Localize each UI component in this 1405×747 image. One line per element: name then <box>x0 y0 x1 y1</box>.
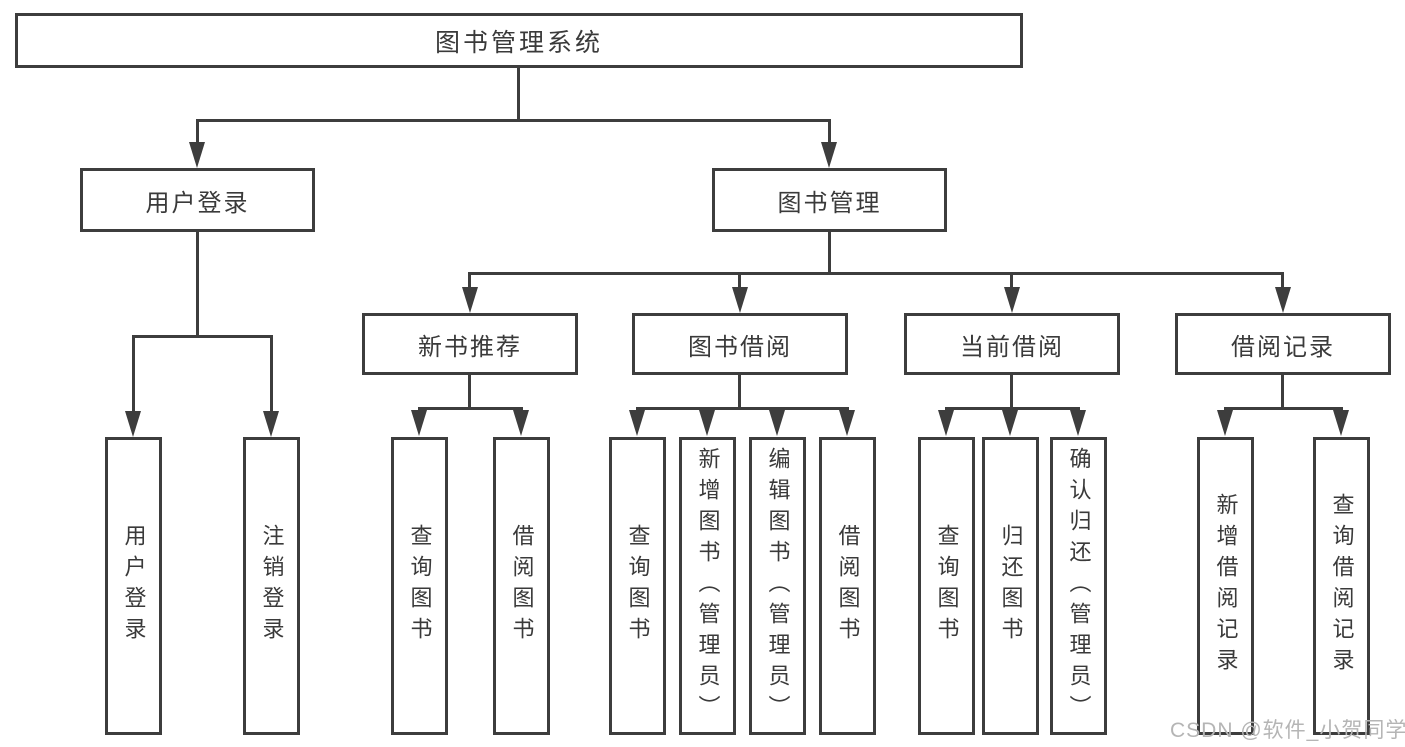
leaf-logout-label: 注销登录 <box>259 524 285 648</box>
node-user-login-label: 用户登录 <box>145 189 250 217</box>
connector-drop-leaf <box>132 335 135 413</box>
connector-borrow-trunk <box>738 375 741 410</box>
arrow-down-icon <box>629 410 645 436</box>
arrow-down-icon <box>1275 287 1291 313</box>
arrow-down-icon <box>821 142 837 168</box>
leaf-user-login-label: 用户登录 <box>121 524 147 648</box>
node-new-book-recommend-label: 新书推荐 <box>418 333 522 361</box>
leaf-query-books-recommend-label: 查询图书 <box>407 524 433 648</box>
connector-recommend-trunk <box>468 375 471 410</box>
leaf-return-book-label: 归还图书 <box>998 524 1024 648</box>
node-current-borrow: 当前借阅 <box>904 313 1120 375</box>
node-book-management: 图书管理 <box>712 168 947 232</box>
connector-user-login-branch <box>132 335 273 338</box>
connector-current-branch <box>945 407 1080 410</box>
leaf-add-book-admin-label: 新增图书（管理员） <box>695 446 721 726</box>
leaf-logout: 注销登录 <box>243 437 300 735</box>
arrow-down-icon <box>263 411 279 437</box>
leaf-query-books-current: 查询图书 <box>918 437 975 735</box>
node-book-management-label: 图书管理 <box>777 189 882 217</box>
connector-recommend-branch <box>418 407 523 410</box>
leaf-query-books-recommend: 查询图书 <box>391 437 448 735</box>
node-borrow-records: 借阅记录 <box>1175 313 1391 375</box>
csdn-watermark: CSDN @软件_小贺同学 <box>1170 719 1405 742</box>
arrow-down-icon <box>732 287 748 313</box>
node-current-borrow-label: 当前借阅 <box>960 333 1064 361</box>
connector-drop-book-mgmt <box>828 119 831 144</box>
leaf-add-borrow-record: 新增借阅记录 <box>1197 437 1254 735</box>
leaf-query-borrow-record-label: 查询借阅记录 <box>1329 493 1355 679</box>
arrow-down-icon <box>1333 410 1349 436</box>
connector-records-branch <box>1224 407 1343 410</box>
leaf-confirm-return-admin: 确认归还（管理员） <box>1050 437 1107 735</box>
connector-level1-branch <box>196 119 831 122</box>
arrow-down-icon <box>699 410 715 436</box>
connector-drop-level3 <box>1010 272 1013 288</box>
node-borrow-records-label: 借阅记录 <box>1231 333 1335 361</box>
arrow-down-icon <box>839 410 855 436</box>
node-new-book-recommend: 新书推荐 <box>362 313 578 375</box>
arrow-down-icon <box>1004 287 1020 313</box>
leaf-confirm-return-admin-label: 确认归还（管理员） <box>1066 446 1092 726</box>
arrow-down-icon <box>513 410 529 436</box>
leaf-query-books-borrow-label: 查询图书 <box>625 524 651 648</box>
leaf-borrow-books-recommend-label: 借阅图书 <box>509 524 535 648</box>
connector-drop-user-login <box>196 119 199 144</box>
node-book-borrow-label: 图书借阅 <box>688 333 792 361</box>
leaf-borrow-books-borrow-label: 借阅图书 <box>835 524 861 648</box>
arrow-down-icon <box>462 287 478 313</box>
arrow-down-icon <box>189 142 205 168</box>
arrow-down-icon <box>1070 410 1086 436</box>
arrow-down-icon <box>769 410 785 436</box>
leaf-add-borrow-record-label: 新增借阅记录 <box>1213 493 1239 679</box>
node-root-label: 图书管理系统 <box>434 28 603 57</box>
leaf-query-borrow-record: 查询借阅记录 <box>1313 437 1370 735</box>
leaf-borrow-books-borrow: 借阅图书 <box>819 437 876 735</box>
leaf-add-book-admin: 新增图书（管理员） <box>679 437 736 735</box>
leaf-query-books-borrow: 查询图书 <box>609 437 666 735</box>
connector-records-trunk <box>1281 375 1284 410</box>
arrow-down-icon <box>1002 410 1018 436</box>
connector-book-mgmt-trunk <box>828 232 831 275</box>
connector-root-trunk <box>517 68 520 122</box>
connector-current-trunk <box>1010 375 1013 410</box>
connector-drop-level3 <box>738 272 741 288</box>
leaf-edit-book-admin-label: 编辑图书（管理员） <box>765 446 791 726</box>
connector-drop-level3 <box>468 272 471 288</box>
arrow-down-icon <box>411 410 427 436</box>
connector-borrow-branch <box>636 407 849 410</box>
arrow-down-icon <box>938 410 954 436</box>
leaf-user-login: 用户登录 <box>105 437 162 735</box>
leaf-query-books-current-label: 查询图书 <box>934 524 960 648</box>
connector-drop-level3 <box>1281 272 1284 288</box>
node-root: 图书管理系统 <box>15 13 1023 68</box>
leaf-return-book: 归还图书 <box>982 437 1039 735</box>
arrow-down-icon <box>125 411 141 437</box>
arrow-down-icon <box>1217 410 1233 436</box>
node-user-login: 用户登录 <box>80 168 315 232</box>
leaf-edit-book-admin: 编辑图书（管理员） <box>749 437 806 735</box>
leaf-borrow-books-recommend: 借阅图书 <box>493 437 550 735</box>
connector-drop-leaf <box>270 335 273 413</box>
node-book-borrow: 图书借阅 <box>632 313 848 375</box>
connector-level3-branch <box>468 272 1284 275</box>
connector-user-login-trunk <box>196 232 199 338</box>
